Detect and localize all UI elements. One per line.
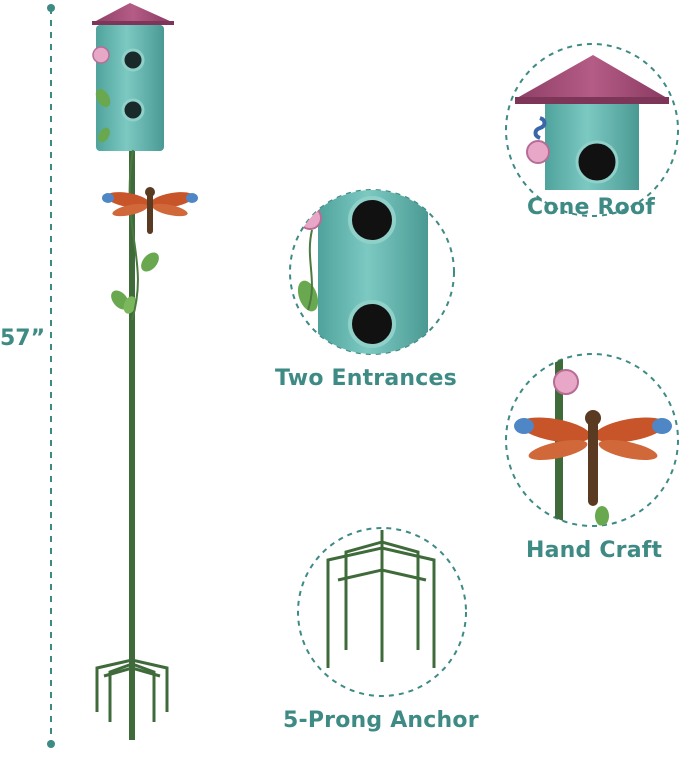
height-dimension-line xyxy=(47,4,55,748)
height-label: 57” xyxy=(0,326,46,351)
cone-roof-label: Cone Roof xyxy=(527,195,656,220)
cone-roof-detail xyxy=(505,43,679,217)
prong-anchor-label: 5-Prong Anchor xyxy=(283,708,479,733)
birdhouse-main-image xyxy=(92,3,198,740)
two-entrances-detail xyxy=(289,189,455,355)
hand-craft-label: Hand Craft xyxy=(526,538,663,563)
two-entrances-label: Two Entrances xyxy=(275,366,457,391)
hand-craft-detail xyxy=(505,353,679,527)
prong-anchor-detail xyxy=(297,527,467,697)
